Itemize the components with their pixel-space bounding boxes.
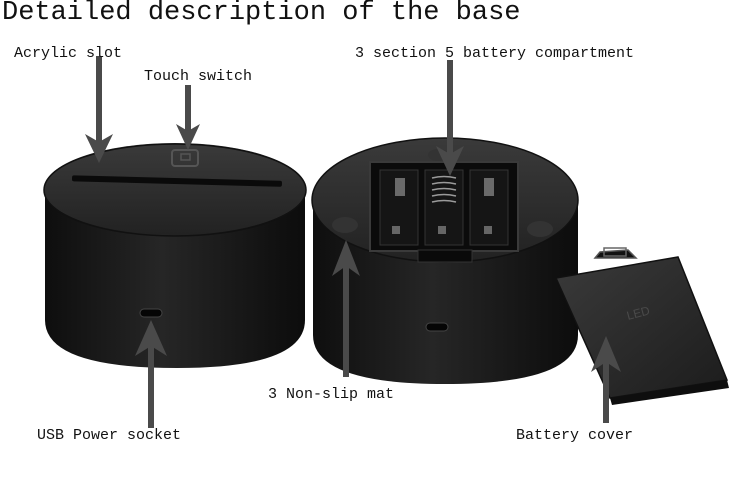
arrow-non-slip-mat [332,240,360,377]
arrow-battery-compartment [436,60,464,176]
label-non-slip-mat: 3 Non-slip mat [268,386,395,403]
label-touch-switch: Touch switch [144,68,253,85]
left-base [43,143,307,368]
non-slip-mat-2 [527,221,553,237]
battery-compartment [369,161,519,252]
usb-socket-right [425,322,449,332]
acrylic-slot [72,175,282,187]
arrows [85,56,621,428]
battery-cover-marking: LED [625,303,651,323]
arrow-acrylic-slot [85,56,113,163]
arrow-battery-cover [591,336,621,423]
right-base [311,137,579,384]
touch-switch [171,149,199,167]
label-usb-power-socket: USB Power socket [37,427,182,444]
battery-cover: LED [554,247,729,405]
label-battery-cover: Battery cover [516,427,634,444]
non-slip-mat-1 [332,217,358,233]
usb-socket-left [139,308,163,318]
arrow-touch-switch [176,85,200,150]
page-title: Detailed description of the base [2,0,521,28]
label-acrylic-slot: Acrylic slot [14,45,123,62]
arrow-usb-socket [135,320,167,428]
label-battery-compartment: 3 section 5 battery compartment [355,45,635,62]
